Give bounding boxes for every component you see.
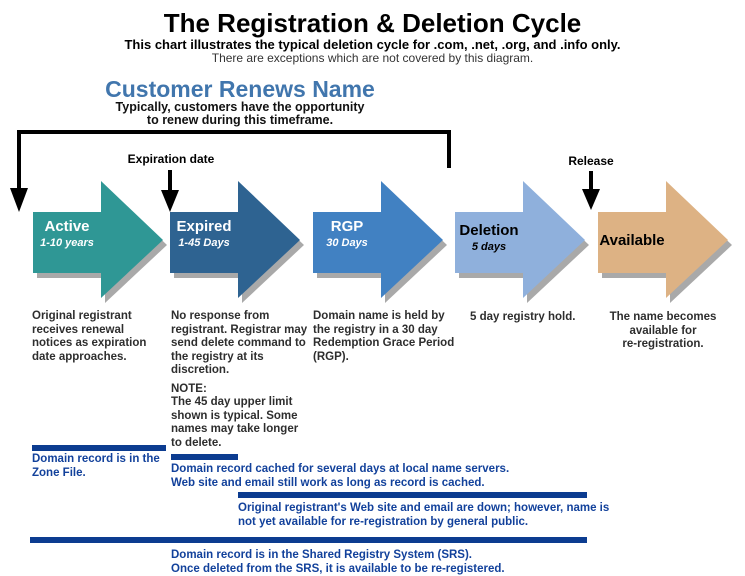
stage-description-expired: No response from registrant. Registrar m… xyxy=(171,310,308,376)
expired-note-text: The 45 day upper limit shown is typical.… xyxy=(171,396,299,449)
cached-record-note: Domain record cached for several days at… xyxy=(171,463,510,489)
stage-arrow-expired-shape xyxy=(170,181,300,298)
stage-arrow-expired xyxy=(170,181,304,303)
expired-note-heading: NOTE: xyxy=(171,383,207,395)
stage-label-available: Available xyxy=(598,233,666,249)
customer-renews-heading: Customer Renews Name xyxy=(105,76,375,102)
stage-name-deletion: Deletion xyxy=(459,222,519,239)
renewal-bracket xyxy=(17,130,451,190)
stage-description-available: The name becomes available for re-regist… xyxy=(609,311,717,350)
zone-file-bar xyxy=(32,445,166,451)
renewal-bracket-arrowhead-icon xyxy=(10,188,28,212)
stage-arrow-active xyxy=(33,181,167,303)
page-subtitle-note: There are exceptions which are not cover… xyxy=(211,51,534,65)
stage-description-active: Original registrant receives renewal not… xyxy=(32,310,147,363)
stage-label-expired: Expired 1-45 Days xyxy=(170,219,238,249)
stage-duration-active: 1-10 years xyxy=(40,236,94,249)
stage-label-deletion: Deletion 5 days xyxy=(455,223,523,253)
expiration-arrow-head-icon xyxy=(161,190,179,212)
srs-record-note: Domain record is in the Shared Registry … xyxy=(171,549,505,575)
stage-name-expired: Expired xyxy=(176,218,232,235)
stage-arrow-active-shape xyxy=(33,181,163,298)
release-label: Release xyxy=(568,154,614,168)
stage-arrow-available xyxy=(598,181,732,303)
stage-duration-rgp: 30 Days xyxy=(326,236,368,249)
release-arrow-head-icon xyxy=(582,189,600,210)
stage-name-rgp: RGP xyxy=(330,218,364,235)
expiration-date-label: Expiration date xyxy=(127,152,215,166)
stage-description-rgp: Domain name is held by the registry in a… xyxy=(313,310,455,363)
stage-duration-deletion: 5 days xyxy=(471,240,507,253)
srs-record-bar xyxy=(30,537,587,543)
stage-name-available: Available xyxy=(599,232,665,249)
stage-arrow-available-shape xyxy=(598,181,728,298)
stage-description-deletion: 5 day registry hold. xyxy=(470,311,576,323)
cached-record-bar xyxy=(171,454,238,460)
page-title: The Registration & Deletion Cycle xyxy=(163,8,582,38)
stage-arrow-rgp-shape xyxy=(313,181,443,298)
customer-renews-caption: Typically, customers have the opportunit… xyxy=(115,100,365,127)
stage-label-active: Active 1-10 years xyxy=(33,219,101,249)
page-subtitle: This chart illustrates the typical delet… xyxy=(124,37,621,52)
stage-name-active: Active xyxy=(44,218,90,235)
stage-arrow-rgp xyxy=(313,181,447,303)
site-down-note: Original registrant's Web site and email… xyxy=(238,502,610,528)
zone-file-note: Domain record is in the Zone File. xyxy=(32,453,160,479)
site-down-bar xyxy=(238,492,587,498)
stage-arrow-deletion xyxy=(455,181,589,303)
stage-duration-expired: 1-45 Days xyxy=(178,236,230,249)
stage-label-rgp: RGP 30 Days xyxy=(313,219,381,249)
stage-arrow-deletion-shape xyxy=(455,181,585,298)
